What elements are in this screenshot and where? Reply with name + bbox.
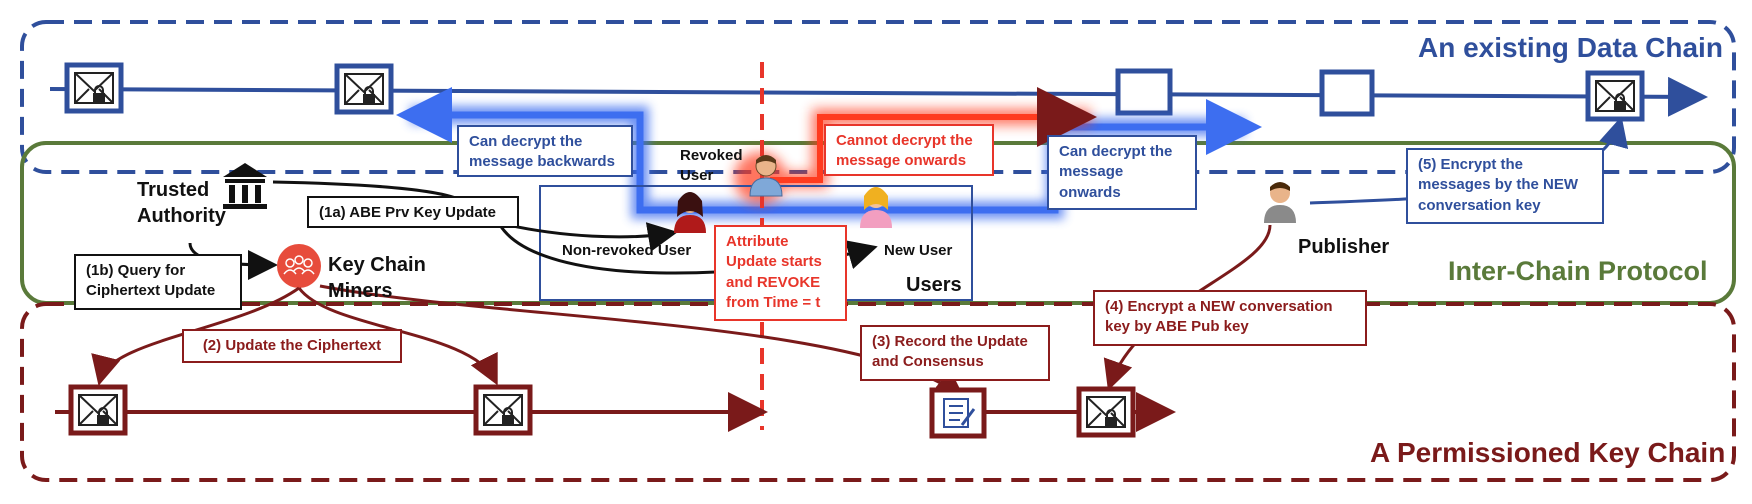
protocol-title: Inter-Chain Protocol [1448, 256, 1708, 286]
user-icon [860, 187, 892, 228]
non-revoked-user-label: Non-revoked User [562, 242, 692, 259]
ledger-icon [929, 387, 987, 439]
users-label: Users [906, 274, 962, 296]
bank-icon [223, 163, 267, 209]
query-ciphertext-box: (1b) Query for Ciphertext Update [74, 254, 242, 310]
revoked-user-label: Revoked User [680, 147, 743, 184]
empty-block-icon [1115, 68, 1173, 116]
envelope-lock-icon [337, 66, 391, 112]
envelope-lock-icon [1588, 73, 1642, 119]
decrypt-backwards-box: Can decrypt the message backwards [457, 125, 633, 177]
decrypt-onwards-box: Can decrypt the message onwards [1047, 135, 1197, 210]
key-chain-title: A Permissioned Key Chain [1370, 437, 1726, 468]
new-user-label: New User [884, 242, 953, 259]
envelope-lock-icon [476, 387, 530, 433]
trusted-authority-label: Trusted Authority [137, 179, 226, 227]
update-ciphertext-box: (2) Update the Ciphertext [182, 329, 402, 363]
cannot-decrypt-box: Cannot decrypt the message onwards [824, 124, 994, 176]
key-chain-miners-label: Key Chain Miners [328, 254, 426, 302]
miners-icon [277, 244, 321, 288]
publisher-label: Publisher [1298, 236, 1390, 258]
encrypt-messages-box: (5) Encrypt the messages by the NEW conv… [1406, 148, 1604, 224]
record-update-box: (3) Record the Update and Consensus [860, 325, 1050, 381]
key-chain-region [20, 302, 1736, 482]
empty-block-icon [1319, 69, 1375, 117]
user-icon [674, 192, 706, 233]
abe-prv-key-update-box: (1a) ABE Prv Key Update [307, 196, 519, 228]
data-chain-title: An existing Data Chain [1418, 32, 1723, 63]
encrypt-new-key-box: (4) Encrypt a NEW conversation key by AB… [1093, 290, 1367, 346]
envelope-lock-icon [71, 387, 125, 433]
user-icon [1264, 182, 1296, 223]
attribute-update-box: Attribute Update starts and REVOKE from … [714, 225, 847, 321]
envelope-lock-icon [67, 65, 121, 111]
envelope-lock-icon [1079, 389, 1133, 435]
